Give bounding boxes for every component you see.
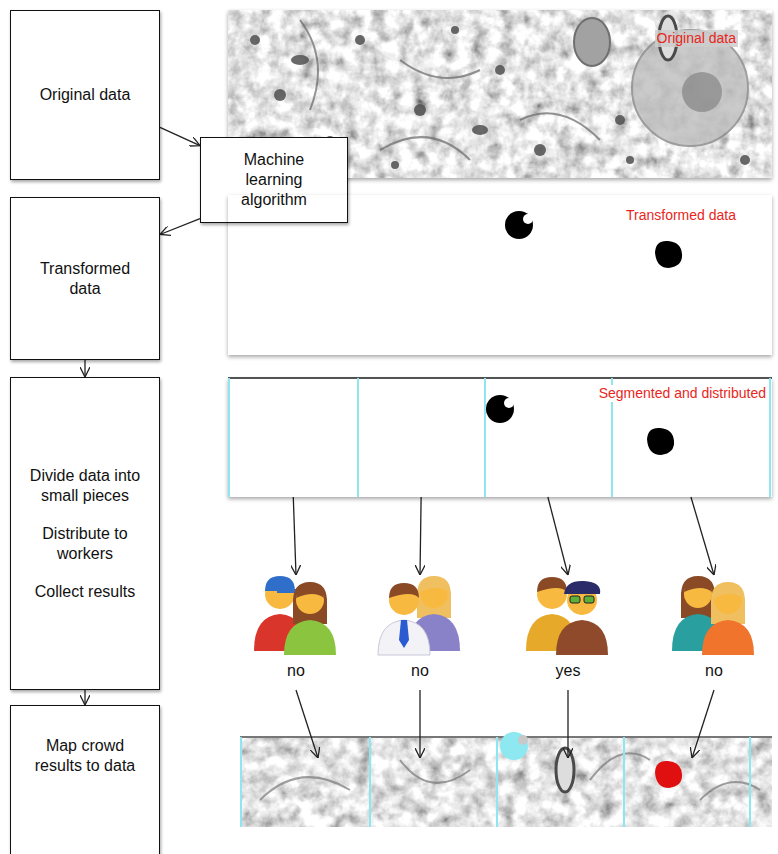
image-panel: Segmented and distributed — [228, 378, 772, 497]
step-box: Original data — [10, 10, 160, 180]
step-text: Transformed data — [23, 259, 147, 299]
flow-arrow — [691, 497, 714, 575]
flow-arrow — [293, 497, 296, 575]
image-panel: Transformed data — [228, 195, 772, 355]
panel-label: Transformed data — [624, 207, 738, 224]
answer-label: no — [411, 661, 429, 680]
step-text: Machine learning algorithm — [223, 150, 325, 210]
answer-label: yes — [556, 661, 581, 680]
step-box: Divide data into small piecesDistribute … — [10, 377, 160, 690]
flow-arrow — [160, 127, 200, 145]
result-arrows — [296, 690, 714, 758]
worker-group: no — [241, 575, 351, 680]
step-text: Divide data into small pieces — [23, 466, 147, 506]
step-text: Collect results — [35, 582, 135, 602]
flow-arrow — [548, 497, 568, 575]
step-box: Transformed data — [10, 197, 160, 360]
step-box: Map crowd results to data — [10, 705, 160, 854]
worker-group: yes — [513, 575, 623, 680]
step-text: Distribute to workers — [23, 524, 147, 564]
worker-group: no — [365, 575, 475, 680]
segmented-image — [228, 378, 772, 497]
process-box: Machine learning algorithm — [200, 137, 348, 223]
flow-arrow — [160, 219, 200, 235]
step-text: Original data — [40, 85, 131, 105]
answer-label: no — [705, 661, 723, 680]
step-text: Map crowd results to data — [23, 736, 147, 776]
worker-group: no — [659, 575, 769, 680]
panel-label: Segmented and distributed — [597, 385, 768, 402]
worker-icons — [254, 576, 754, 655]
answer-label: no — [287, 661, 305, 680]
flow-arrow — [84, 690, 85, 705]
flow-arrow — [84, 360, 85, 377]
result-image — [240, 732, 772, 827]
flow-arrow — [420, 497, 421, 575]
panel-label: Original data — [655, 30, 738, 47]
